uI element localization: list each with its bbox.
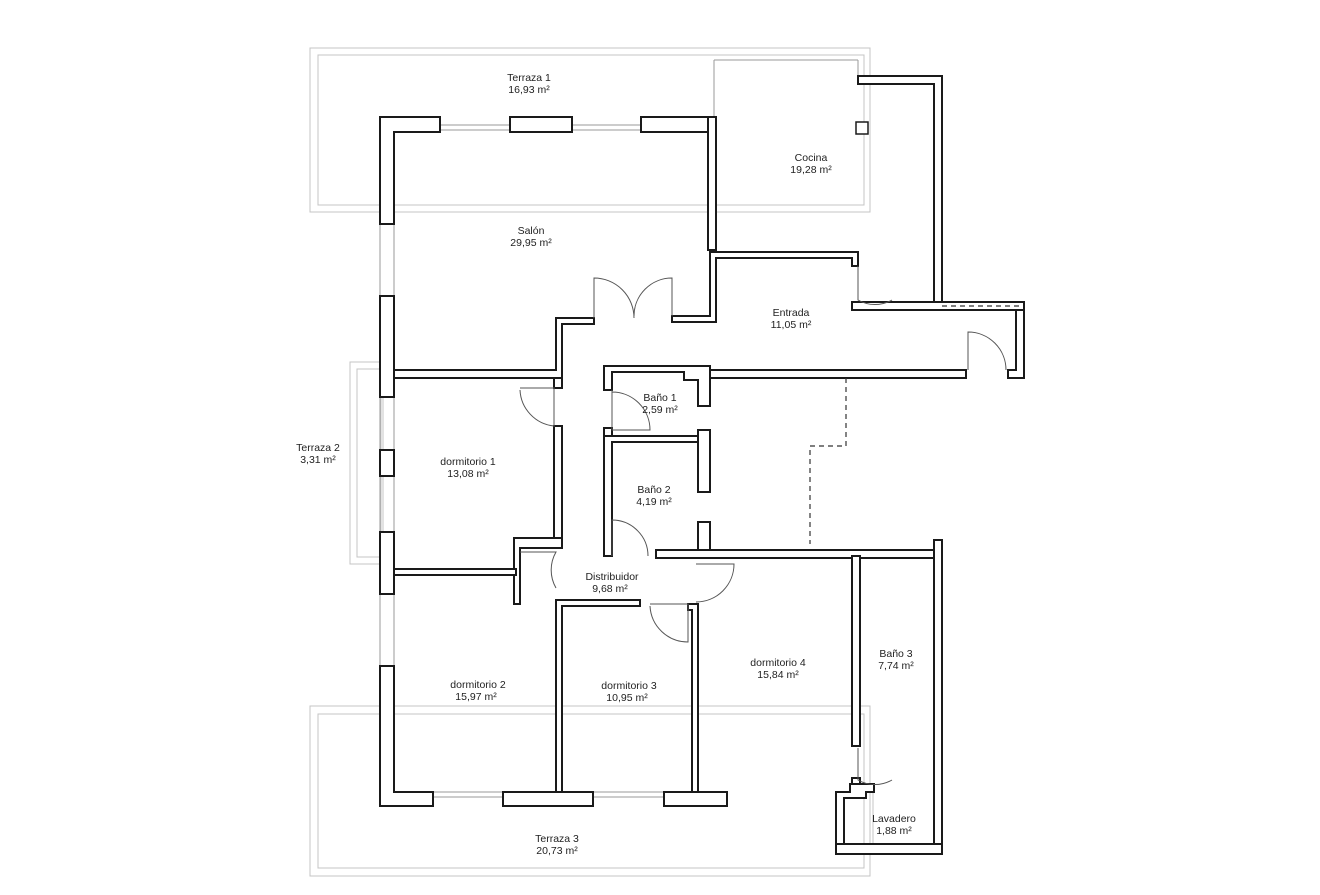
room-lavadero: Lavadero 1,88 m²	[872, 813, 916, 837]
room-area: 11,05 m²	[771, 319, 812, 331]
room-area: 20,73 m²	[536, 845, 578, 857]
room-area: 13,08 m²	[447, 468, 489, 480]
room-bano-2: Baño 2 4,19 m²	[636, 484, 672, 508]
room-area: 3,31 m²	[300, 454, 336, 466]
room-name: Lavadero	[872, 813, 916, 825]
room-area: 2,59 m²	[642, 404, 678, 416]
room-dormitorio-1: dormitorio 1 13,08 m²	[440, 456, 496, 480]
room-area: 15,97 m²	[455, 691, 497, 703]
room-entrada: Entrada 11,05 m²	[771, 307, 812, 331]
room-area: 9,68 m²	[592, 583, 628, 595]
room-distribuidor: Distribuidor 9,68 m²	[585, 571, 639, 595]
room-area: 1,88 m²	[876, 825, 912, 837]
room-terraza-3: Terraza 3 20,73 m²	[535, 833, 579, 857]
window-lines	[379, 59, 859, 798]
room-dormitorio-3: dormitorio 3 10,95 m²	[601, 680, 657, 704]
room-area: 4,19 m²	[636, 496, 672, 508]
room-name: Terraza 3	[535, 833, 579, 845]
room-name: Baño 3	[879, 648, 912, 660]
room-name: Salón	[518, 225, 545, 237]
room-name: Terraza 2	[296, 442, 340, 454]
room-cocina: Cocina 19,28 m²	[790, 152, 832, 176]
kitchen-column	[855, 121, 869, 135]
room-area: 16,93 m²	[508, 84, 550, 96]
dashed-lines	[809, 305, 1020, 544]
room-area: 29,95 m²	[510, 237, 552, 249]
room-name: Cocina	[795, 152, 828, 164]
room-name: dormitorio 4	[750, 657, 806, 669]
room-name: dormitorio 1	[440, 456, 496, 468]
room-name: Distribuidor	[585, 571, 639, 583]
room-area: 7,74 m²	[878, 660, 914, 672]
room-bano-3: Baño 3 7,74 m²	[878, 648, 914, 672]
room-terraza-2: Terraza 2 3,31 m²	[296, 442, 340, 466]
room-dormitorio-2: dormitorio 2 15,97 m²	[450, 679, 506, 703]
room-name: Terraza 1	[507, 72, 551, 84]
room-dormitorio-4: dormitorio 4 15,84 m²	[750, 657, 806, 681]
room-name: Baño 2	[637, 484, 670, 496]
room-name: dormitorio 3	[601, 680, 657, 692]
room-terraza-1: Terraza 1 16,93 m²	[507, 72, 551, 96]
terraza-2-outline	[349, 361, 384, 565]
room-bano-1: Baño 1 2,59 m²	[642, 392, 678, 416]
room-area: 19,28 m²	[790, 164, 832, 176]
room-salon: Salón 29,95 m²	[510, 225, 552, 249]
room-area: 15,84 m²	[757, 669, 799, 681]
room-name: Baño 1	[643, 392, 676, 404]
room-area: 10,95 m²	[606, 692, 648, 704]
room-name: dormitorio 2	[450, 679, 506, 691]
door-swings	[519, 266, 1007, 786]
room-name: Entrada	[773, 307, 810, 319]
